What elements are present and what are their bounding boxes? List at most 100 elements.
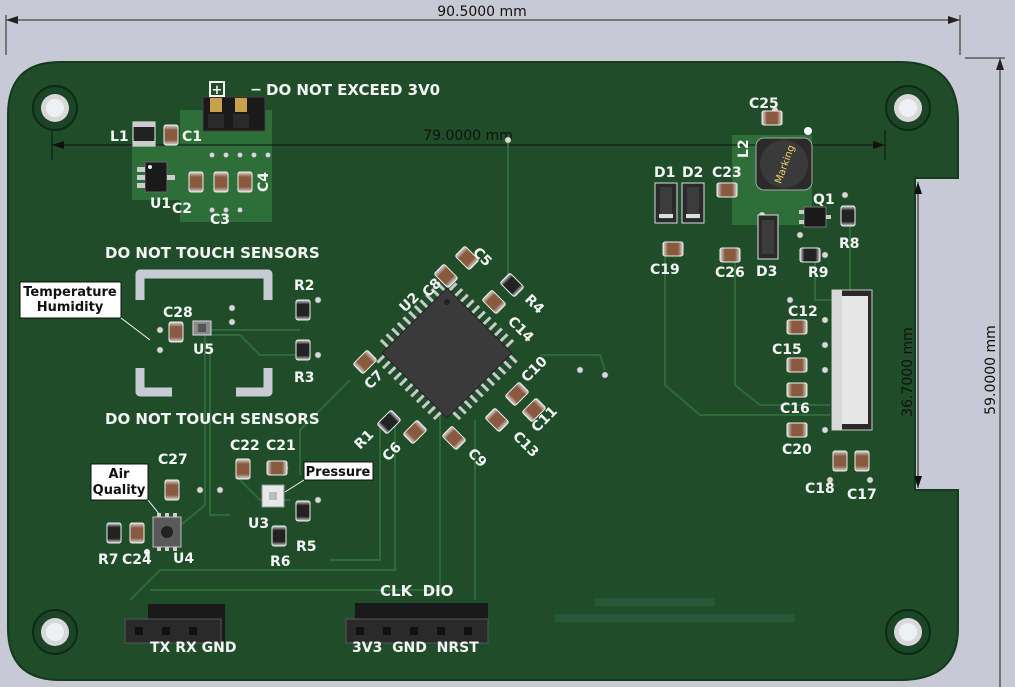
ref-c3: C3: [210, 212, 230, 228]
fpc-connector: [831, 289, 873, 431]
cap-c27: [164, 479, 180, 501]
ref-c27: C27: [158, 452, 188, 468]
res-r6: [271, 525, 287, 547]
uart-pin-labels: TX RX GND: [150, 640, 237, 656]
swd-pin-labels-bottom: 3V3 GND NRST: [352, 640, 479, 656]
dim-inner-width: [51, 130, 886, 160]
mcu-u2: [376, 282, 518, 421]
callout-line-pressure: [284, 479, 305, 493]
ref-d1: D1: [654, 165, 675, 181]
backside-silkscreen-ghost: [555, 598, 795, 622]
ref-c25: C25: [749, 96, 779, 112]
res-r7: [106, 522, 122, 544]
cap-c28: [168, 321, 184, 343]
ref-c20: C20: [782, 442, 812, 458]
res-r2: [295, 299, 311, 321]
pressure-callout: [303, 461, 374, 481]
cap-c15: [786, 357, 808, 373]
cap-c22: [235, 458, 251, 480]
mounting-hole-top-left: [32, 85, 78, 131]
diode-d3: [757, 214, 779, 260]
sensor-u3: [261, 484, 285, 508]
cap-c3: [213, 171, 229, 193]
label-air: Air: [109, 467, 131, 482]
ref-c2: C2: [172, 201, 192, 217]
regulator-u1: [137, 161, 175, 193]
res-r8: [840, 205, 856, 227]
dim-height-total: [965, 57, 1005, 687]
ref-u5: U5: [193, 342, 214, 358]
transistor-q1: [799, 206, 831, 228]
cap-c25: [761, 110, 783, 126]
ref-r5: R5: [296, 539, 317, 555]
ref-u1: U1: [150, 196, 171, 212]
res-r5: [295, 500, 311, 522]
ref-r8: R8: [839, 236, 860, 252]
ref-c17: C17: [847, 487, 877, 503]
cap-c16: [786, 382, 808, 398]
label-humidity: Humidity: [37, 300, 104, 315]
ref-c28: C28: [163, 305, 193, 321]
inductor-l1: [132, 121, 156, 147]
cap-c24: [129, 522, 145, 544]
ref-r6: R6: [270, 554, 291, 570]
cap-c1: [163, 124, 179, 146]
sensors-warning-bottom: DO NOT TOUCH SENSORS: [105, 410, 320, 428]
label-pressure: Pressure: [306, 465, 371, 480]
dim-height-total-label: 59.0000 mm: [983, 325, 999, 415]
sensor-u4: [152, 513, 182, 551]
cap-c23: [716, 182, 738, 198]
ref-c24: C24: [122, 552, 152, 568]
ref-r7: R7: [98, 552, 119, 568]
temperature-humidity-callout: [19, 281, 122, 319]
ref-c21: C21: [266, 438, 296, 454]
cap-c26: [719, 247, 741, 263]
ref-c12: C12: [788, 304, 818, 320]
ref-c18: C18: [805, 481, 835, 497]
uart-header: [124, 604, 225, 644]
ref-c16: C16: [780, 401, 810, 417]
ref-c1: C1: [182, 129, 202, 145]
ref-d3: D3: [756, 264, 777, 280]
cap-c20: [786, 422, 808, 438]
cap-c19: [662, 241, 684, 257]
traces: [129, 140, 851, 601]
dim-width-total-label: 90.5000 mm: [437, 4, 527, 20]
cap-c18: [832, 450, 848, 472]
swd-header: [345, 603, 489, 644]
voltage-warning: DO NOT EXCEED 3V0: [266, 81, 440, 99]
dim-inner-width-label: 79.0000 mm: [423, 128, 513, 144]
ref-c23: C23: [712, 165, 742, 181]
dim-inner-height-label: 36.7000 mm: [900, 327, 916, 417]
ref-l2: L2: [736, 139, 752, 158]
mounting-hole-bottom-right: [885, 609, 931, 655]
label-temperature: Temperature: [23, 285, 117, 300]
cap-c21: [266, 460, 288, 476]
callout-line-air: [147, 499, 161, 516]
callout-line-temp: [120, 317, 151, 341]
ref-d2: D2: [682, 165, 703, 181]
cap-c2: [188, 171, 204, 193]
power-header: [202, 96, 266, 132]
sensor-keepout-outline: [135, 269, 273, 397]
label-quality: Quality: [93, 483, 146, 498]
dim-inner-height: [914, 182, 922, 488]
ref-q1: Q1: [813, 192, 835, 208]
ref-r9: R9: [808, 265, 829, 281]
ref-r2: R2: [294, 278, 315, 294]
air-quality-callout: [90, 463, 149, 501]
ref-l1: L1: [110, 129, 129, 145]
minus-sign: −: [250, 82, 262, 98]
ref-c15: C15: [772, 342, 802, 358]
sensor-u5: [192, 320, 212, 336]
diode-d2: [681, 182, 705, 224]
ref-c19: C19: [650, 262, 680, 278]
l2-pin1-marker: [804, 127, 812, 135]
swd-pin-labels-top: CLK DIO: [380, 582, 453, 600]
diode-d1: [654, 182, 678, 224]
ref-c22: C22: [230, 438, 260, 454]
mounting-hole-bottom-left: [32, 609, 78, 655]
ref-c26: C26: [715, 265, 745, 281]
